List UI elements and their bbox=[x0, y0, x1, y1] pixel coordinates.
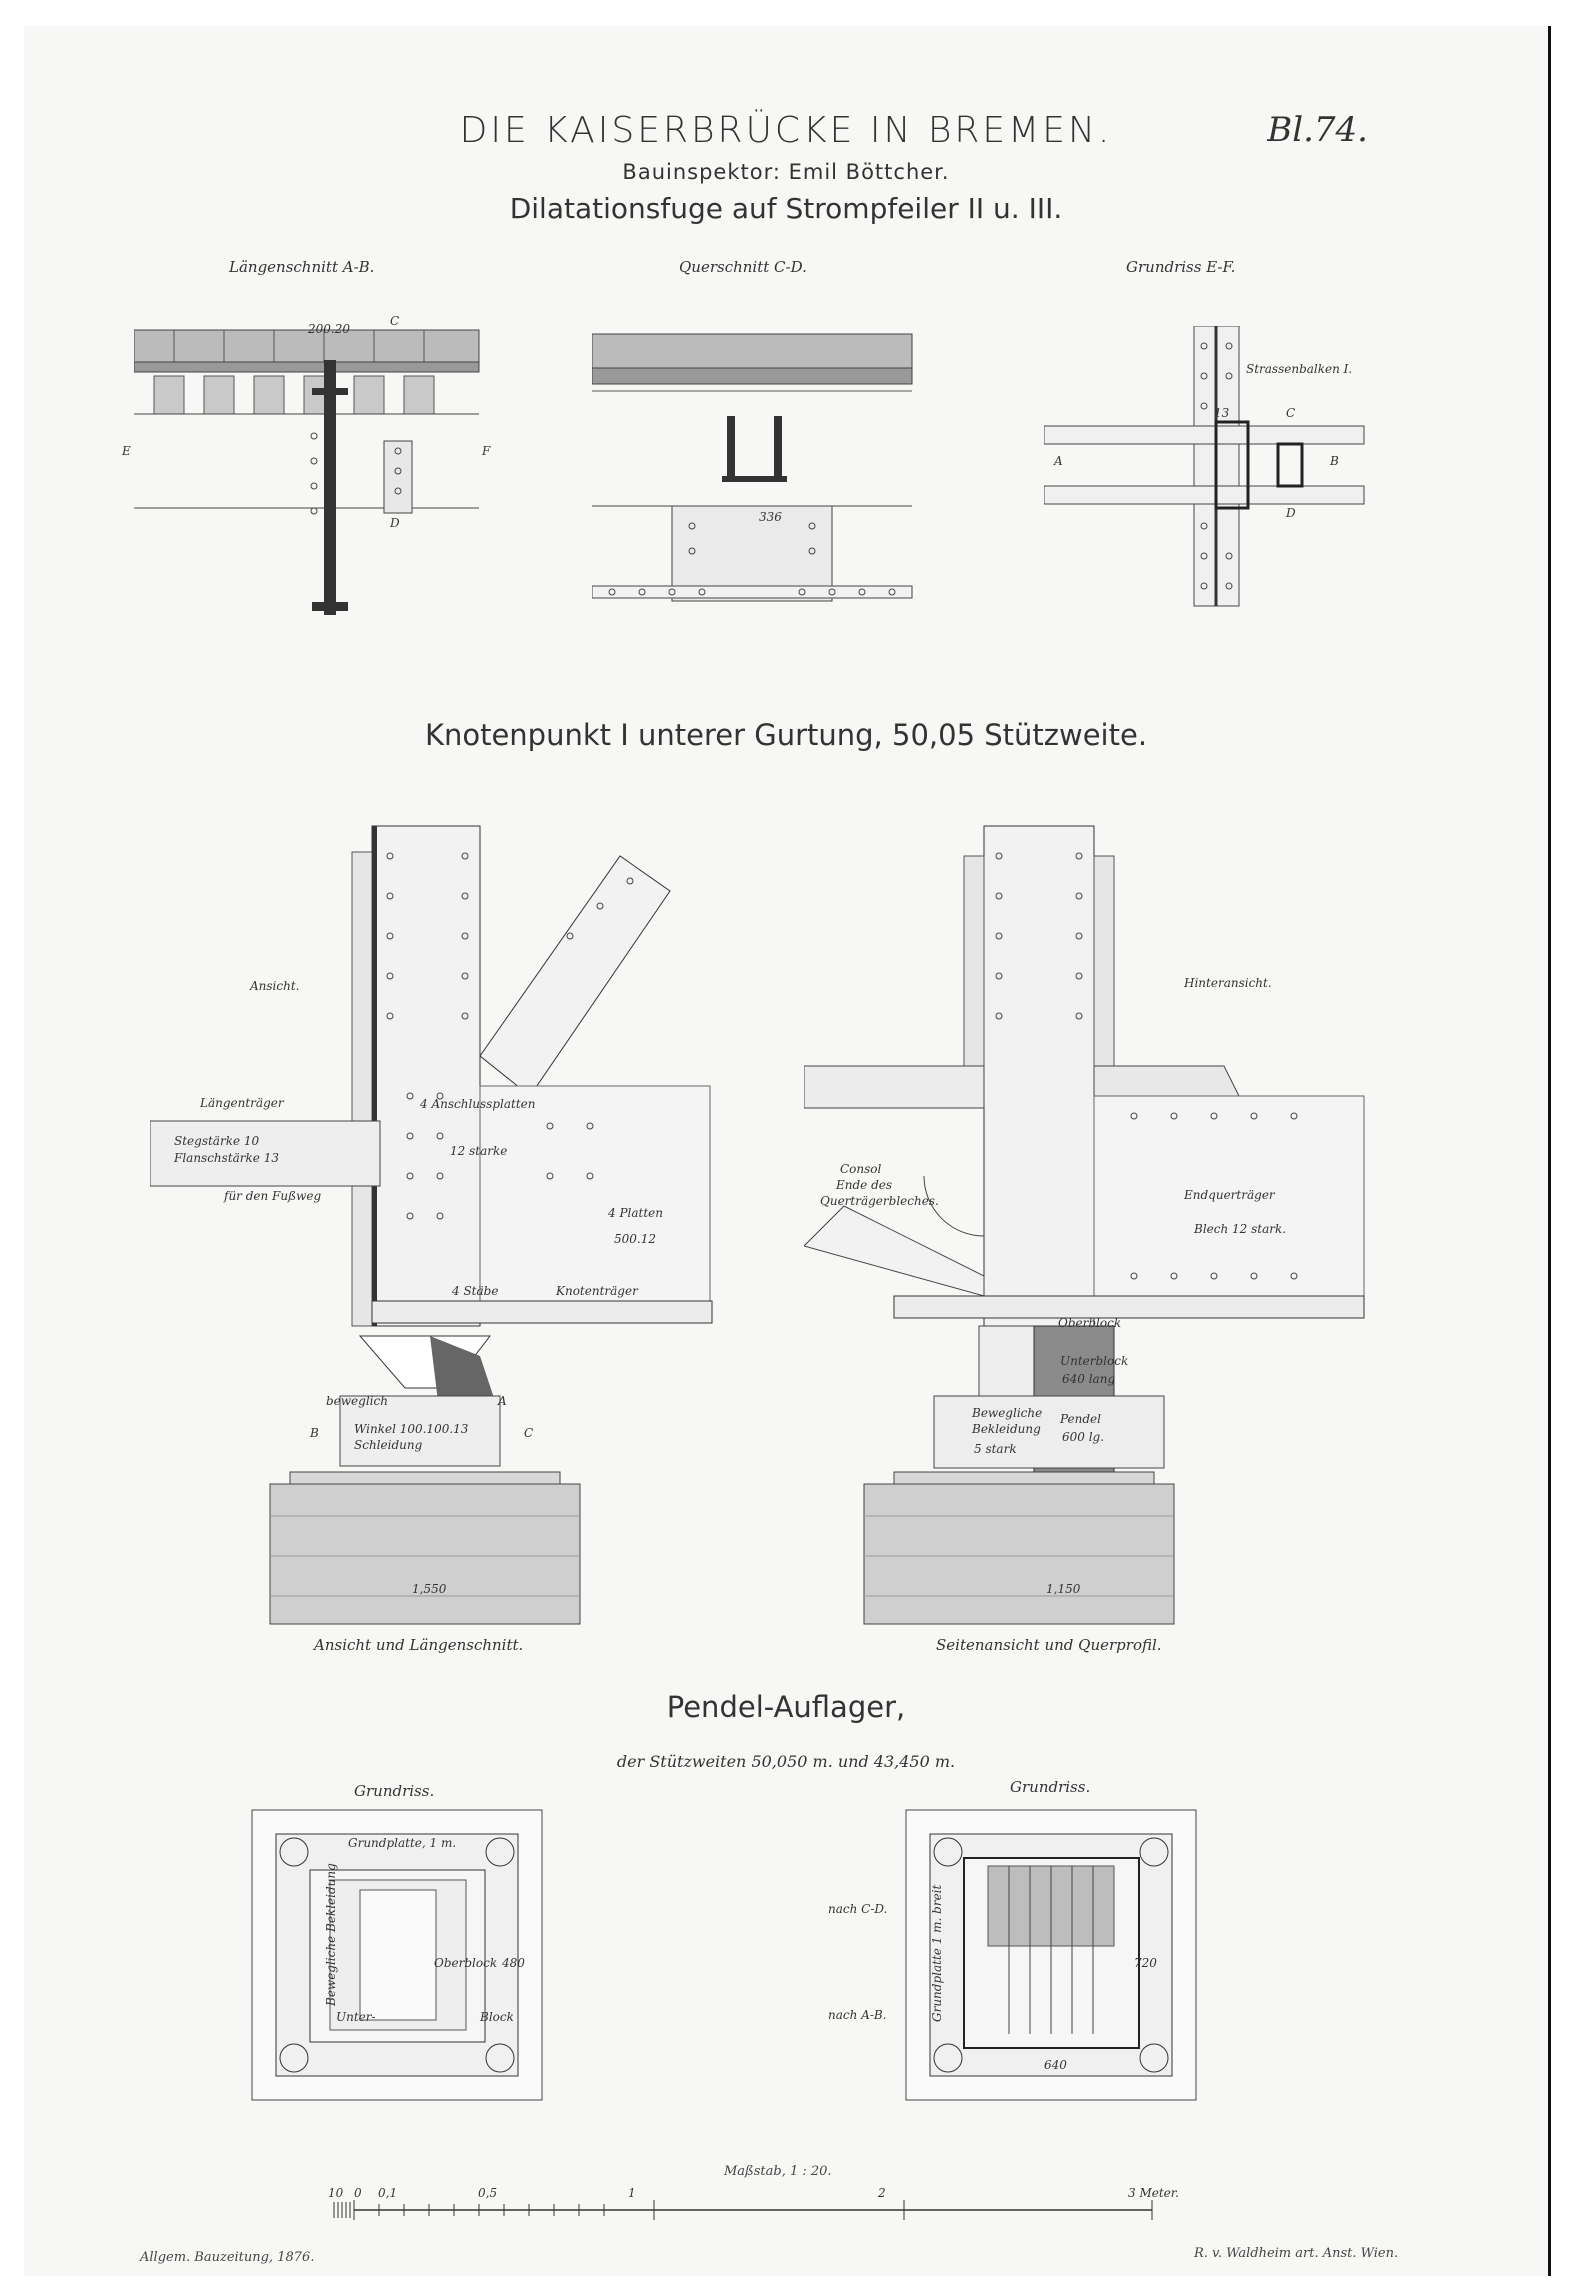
footer-printer: R. v. Waldheim art. Anst. Wien. bbox=[1194, 2246, 1399, 2261]
joint-subtitle: Dilatationsfuge auf Strompfeiler II u. I… bbox=[509, 192, 1063, 225]
pendel-subtitle: der Stützweiten 50,050 m. und 43,450 m. bbox=[616, 1752, 956, 1771]
sheet-number: Bl.74. bbox=[1267, 110, 1368, 150]
nach-cd-label: nach C-D. bbox=[828, 1902, 888, 1916]
quertraegerbleches-label: Querträgerbleches. bbox=[820, 1194, 939, 1208]
schleidung-label: Winkel 100.100.13 bbox=[354, 1422, 469, 1436]
hinteransicht-view-label: Hinteransicht. bbox=[1184, 976, 1272, 990]
scale-label: Maßstab, 1 : 20. bbox=[724, 2164, 832, 2179]
oberblock-label: Oberblock bbox=[1058, 1316, 1122, 1330]
oberblock-grundriss-label: Oberblock bbox=[434, 1956, 498, 1970]
unterblock-length-label: 640 lang bbox=[1062, 1372, 1116, 1386]
unterblock-label: Unterblock bbox=[1060, 1354, 1129, 1368]
beweglich-label: Schleidung bbox=[354, 1438, 423, 1452]
ende-des-label: Ende des bbox=[836, 1178, 893, 1192]
dim-480: 480 bbox=[502, 1956, 525, 1970]
laengentraeger-label: Längenträger bbox=[200, 1096, 284, 1110]
letter-f: F bbox=[482, 444, 491, 458]
bekleidung-label: Bekleidung bbox=[972, 1422, 1041, 1436]
letter-a-top-right: A bbox=[1054, 454, 1063, 468]
footer-publication: Allgem. Bauzeitung, 1876. bbox=[140, 2250, 315, 2265]
querschnitt-drawing bbox=[592, 333, 913, 602]
stegstaerke-label: Stegstärke 10 bbox=[174, 1134, 260, 1148]
blech-label: Blech 12 stark. bbox=[1194, 1222, 1287, 1236]
dim-720: 720 bbox=[1134, 1956, 1157, 1970]
scale-tick-1: 1 bbox=[628, 2186, 636, 2200]
vier-platten-label: 4 Platten bbox=[608, 1206, 663, 1220]
pendel-label: Pendel bbox=[1060, 1412, 1101, 1426]
letter-e: E bbox=[122, 444, 131, 458]
caption-ansicht-laengenschnitt: Ansicht und Längenschnitt. bbox=[314, 1636, 524, 1654]
letter-a-node: beweglich bbox=[326, 1394, 388, 1408]
drawing-sheet: DIE KAISERBRÜCKE IN BREMEN. Bl.74. Bauin… bbox=[24, 26, 1551, 2276]
dim-1550: 1,550 bbox=[412, 1582, 447, 1596]
bewegliche-bekleidung-label: Bewegliche Bekleidung bbox=[324, 1863, 338, 2006]
engineer-subtitle: Bauinspektor: Emil Böttcher. bbox=[622, 160, 950, 184]
bewegliche-label: Bewegliche bbox=[972, 1406, 1043, 1420]
platten-dim-label: 500.12 bbox=[614, 1232, 656, 1246]
unter-label: Unter- bbox=[336, 2010, 376, 2024]
dim-13: 13 bbox=[1214, 406, 1230, 420]
letter-c-node: B bbox=[310, 1426, 319, 1440]
dim-640: 640 bbox=[1044, 2058, 1067, 2072]
scale-tick-0-1: 0,1 bbox=[378, 2186, 398, 2200]
scale-tick-0-5: 0,5 bbox=[478, 2186, 498, 2200]
grundplatte-label: Grundplatte, 1 m. bbox=[348, 1836, 457, 1850]
winkel-label: Knotenträger bbox=[556, 1284, 638, 1298]
scale-tick-0: 0 bbox=[354, 2186, 362, 2200]
letter-b-node: A bbox=[498, 1394, 507, 1408]
dim-336: 336 bbox=[759, 510, 782, 524]
endquertraeger-label: Endquerträger bbox=[1184, 1188, 1275, 1202]
anschlussplatten-label: 4 Anschlussplatten bbox=[420, 1097, 536, 1111]
pendel-grundriss-left-drawing bbox=[251, 1809, 543, 2101]
knotenpunkt-title: Knotenpunkt I unterer Gurtung, 50,05 Stü… bbox=[424, 718, 1148, 752]
scale-tick-10: 10 bbox=[328, 2186, 344, 2200]
grundriss-ef-drawing bbox=[1044, 326, 1365, 607]
letter-d-top-right: D bbox=[1286, 506, 1296, 520]
strassenbalken-label: Strassenbalken I. bbox=[1246, 362, 1353, 376]
letter-c-top-left: C bbox=[390, 314, 400, 328]
fussweg-label: für den Fußweg bbox=[224, 1189, 322, 1203]
caption-grundriss-right: Grundriss. bbox=[1010, 1778, 1091, 1796]
ansicht-view-label: Ansicht. bbox=[250, 979, 300, 993]
knotenpunkt-ansicht-drawing bbox=[150, 825, 713, 1625]
caption-grundriss-left: Grundriss. bbox=[354, 1782, 435, 1800]
pendel-length-label: 600 lg. bbox=[1062, 1430, 1105, 1444]
laengenschnitt-drawing bbox=[134, 329, 480, 615]
plate-title: DIE KAISERBRÜCKE IN BREMEN. bbox=[459, 110, 1113, 151]
letter-d-top-left: D bbox=[390, 516, 400, 530]
letter-b-top-right: B bbox=[1330, 454, 1339, 468]
letter-c-top-right: C bbox=[1286, 406, 1296, 420]
nach-ab-label: nach A-B. bbox=[828, 2008, 887, 2022]
zwoelf-starke-label: 12 starke bbox=[450, 1144, 508, 1158]
consol-label: Consol bbox=[840, 1162, 882, 1176]
caption-laengenschnitt: Längenschnitt A-B. bbox=[229, 258, 375, 276]
pendel-title: Pendel-Auflager, bbox=[666, 1690, 906, 1724]
grundplatte-breit-label: Grundplatte 1 m. breit bbox=[930, 1884, 944, 2022]
pendel-grundriss-right-drawing bbox=[905, 1809, 1197, 2101]
caption-seitenansicht-querprofil: Seitenansicht und Querprofil. bbox=[936, 1636, 1162, 1654]
scale-bar bbox=[333, 2200, 1153, 2220]
dim-1150: 1,150 bbox=[1046, 1582, 1081, 1596]
fuenf-stark-label: 5 stark bbox=[974, 1442, 1017, 1456]
knotentraeger-label: 4 Stäbe bbox=[452, 1284, 499, 1298]
caption-querschnitt: Querschnitt C-D. bbox=[679, 258, 807, 276]
caption-grundriss-ef: Grundriss E-F. bbox=[1126, 258, 1236, 276]
scale-tick-2: 2 bbox=[878, 2186, 886, 2200]
dim-200-20: 200.20 bbox=[308, 322, 350, 336]
scale-tick-3-meter: 3 Meter. bbox=[1128, 2186, 1179, 2200]
letter-d-node: C bbox=[524, 1426, 534, 1440]
flanschstaerke-label: Flanschstärke 13 bbox=[174, 1151, 279, 1165]
block-label: Block bbox=[480, 2010, 514, 2024]
knotenpunkt-hinteransicht-drawing bbox=[804, 825, 1365, 1625]
